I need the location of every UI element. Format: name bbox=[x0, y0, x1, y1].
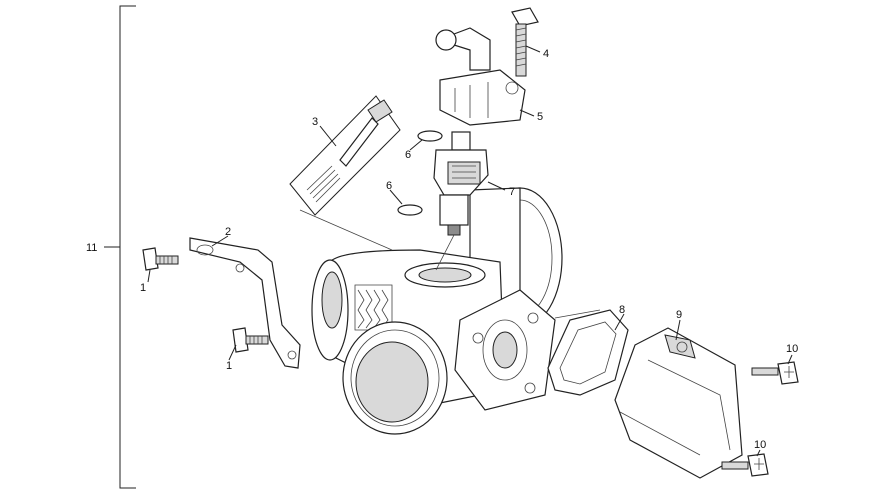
fuel-injector bbox=[433, 131, 489, 271]
leader-lines bbox=[147, 45, 793, 457]
mounting-bracket bbox=[189, 237, 301, 369]
throttle-position-sensor bbox=[614, 327, 743, 479]
screw-lower bbox=[232, 327, 269, 353]
idle-screw-kit bbox=[289, 95, 401, 251]
callout-1-upper: 1 bbox=[140, 282, 146, 294]
callout-10-upper: 10 bbox=[786, 343, 798, 355]
callout-3: 3 bbox=[312, 116, 318, 128]
throttle-body bbox=[311, 187, 563, 435]
o-ring-upper bbox=[417, 130, 443, 142]
callout-5: 5 bbox=[537, 111, 543, 123]
callout-2: 2 bbox=[225, 226, 231, 238]
tps-screw-lower bbox=[721, 453, 769, 477]
callout-8: 8 bbox=[619, 304, 625, 316]
injector-holder bbox=[435, 27, 526, 126]
callout-11: 11 bbox=[86, 242, 97, 254]
tps-gasket bbox=[547, 309, 629, 396]
callout-10-lower: 10 bbox=[754, 439, 766, 451]
tps-screw-upper bbox=[751, 361, 799, 385]
callout-7: 7 bbox=[509, 186, 515, 198]
callout-9: 9 bbox=[676, 309, 682, 321]
screw-upper bbox=[142, 247, 179, 271]
callout-1-lower: 1 bbox=[226, 360, 232, 372]
bolt bbox=[511, 7, 539, 77]
callout-6-upper: 6 bbox=[405, 149, 411, 161]
o-ring-lower bbox=[397, 204, 423, 216]
assembly-bracket bbox=[104, 5, 136, 489]
callout-6-lower: 6 bbox=[386, 180, 392, 192]
callout-4: 4 bbox=[543, 48, 549, 60]
